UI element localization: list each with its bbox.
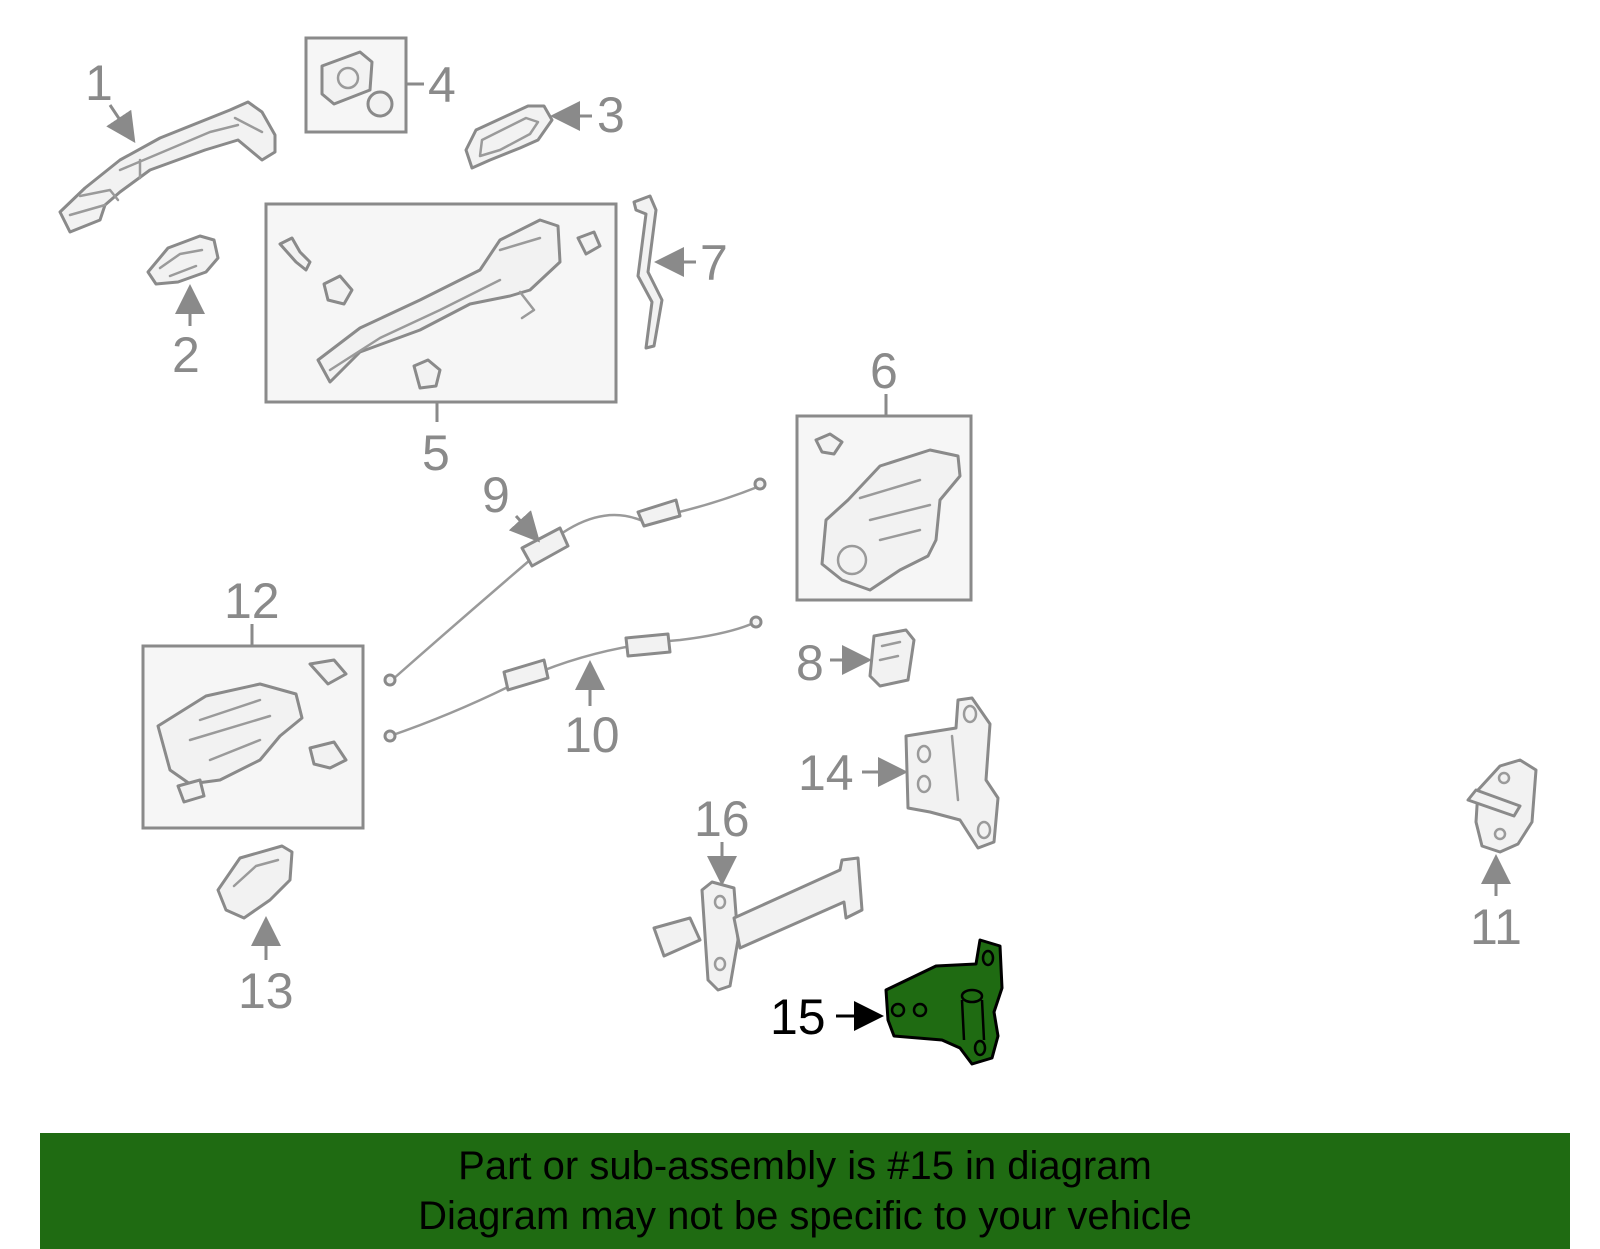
callout-1: 1: [85, 55, 113, 111]
callout-16: 16: [694, 791, 750, 847]
callout-9: 9: [482, 467, 510, 523]
callout-6: 6: [870, 343, 898, 399]
part-9-cable: [383, 477, 767, 687]
part-11-striker: [1466, 758, 1538, 854]
callout-14: 14: [798, 745, 854, 801]
part-12-inner-handle: [156, 658, 348, 804]
part-2-handle-cap: [146, 234, 220, 286]
part-7-rod: [632, 194, 664, 350]
callout-11: 11: [1470, 899, 1522, 955]
info-banner: Part or sub-assembly is #15 in diagram D…: [40, 1133, 1570, 1249]
callout-3: 3: [597, 87, 625, 143]
banner-line-1: Part or sub-assembly is #15 in diagram: [458, 1144, 1152, 1188]
part-4-lock-cylinder: [320, 50, 394, 118]
part-13-bezel: [216, 844, 294, 920]
part-14-hinge: [904, 696, 1000, 850]
callout-10: 10: [564, 707, 620, 763]
callout-5: 5: [422, 425, 450, 481]
part-1-outer-handle: [58, 100, 277, 234]
part-15-hinge-highlighted: [884, 938, 1004, 1066]
part-5-handle-frame: [278, 218, 602, 390]
callout-15: 15: [770, 989, 826, 1045]
part-3-gasket: [464, 104, 554, 170]
callout-8: 8: [796, 635, 824, 691]
callout-4: 4: [428, 57, 456, 113]
leader-9: [508, 510, 541, 543]
callout-2: 2: [172, 327, 200, 383]
leader-1: [106, 104, 136, 143]
part-10-cable: [383, 615, 763, 743]
callout-12: 12: [224, 573, 280, 629]
part-16-door-check: [652, 856, 864, 992]
callout-7: 7: [700, 235, 728, 291]
part-8-bumper: [868, 628, 916, 688]
callout-13: 13: [238, 963, 294, 1019]
banner-line-2: Diagram may not be specific to your vehi…: [418, 1194, 1192, 1238]
part-6-latch: [814, 432, 962, 592]
